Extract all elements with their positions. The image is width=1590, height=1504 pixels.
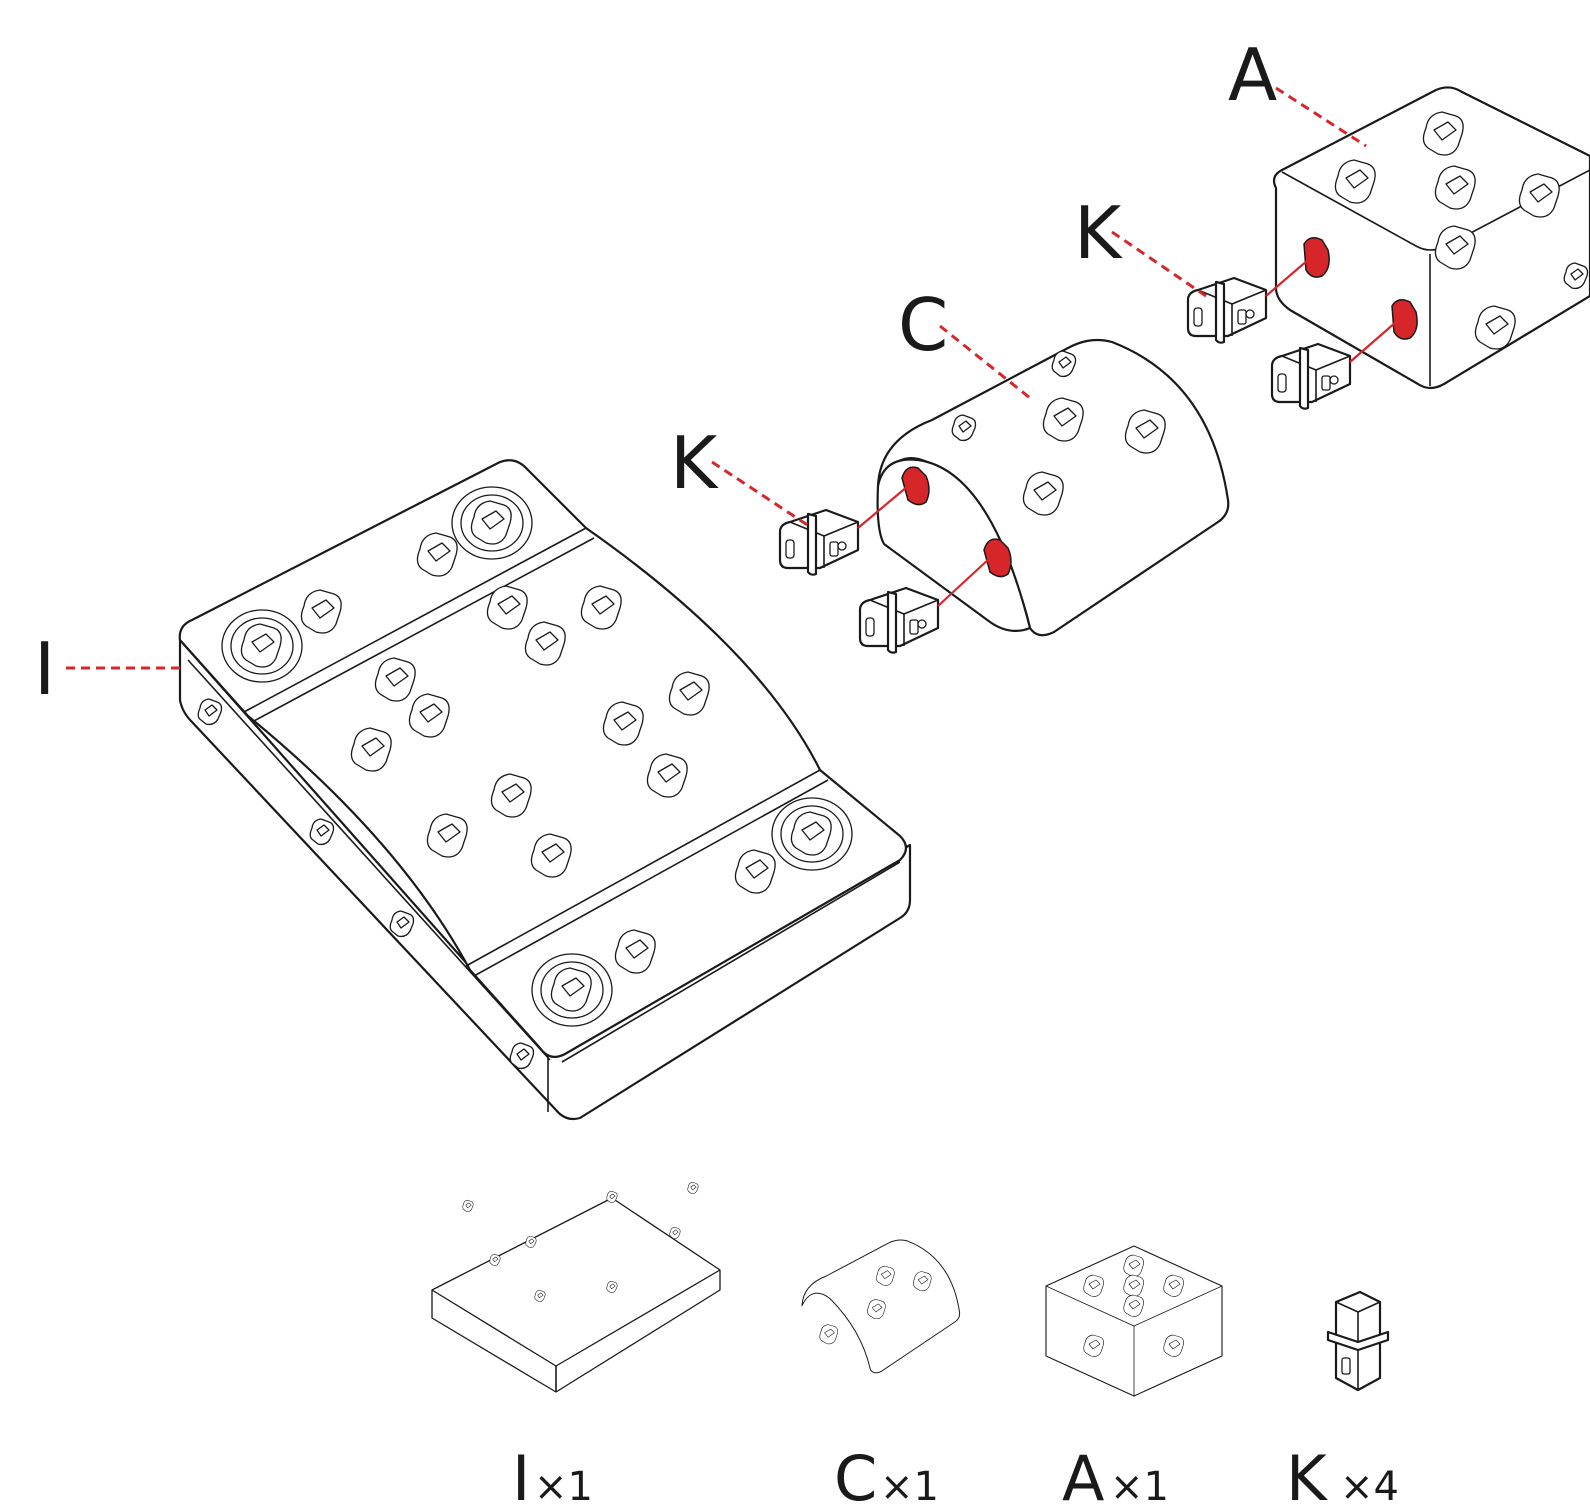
thumb-part-k (1326, 1290, 1390, 1392)
leader-a (1275, 86, 1367, 148)
callout-leaders (66, 86, 1367, 670)
callout-k-lower: K (670, 421, 719, 505)
connector-k-2 (858, 586, 940, 654)
parts-list-k-qty: ×4 (1340, 1464, 1399, 1504)
parts-list-i-qty: ×1 (534, 1464, 593, 1504)
parts-list: I ×1 C ×1 A ×1 K ×4 (431, 1181, 1399, 1504)
socket-c-lower (983, 538, 1012, 578)
parts-list-a-letter: A (1062, 1442, 1104, 1504)
leader-c (939, 324, 1031, 400)
thumb-part-a (1045, 1245, 1223, 1397)
connector-k-4 (1270, 342, 1352, 410)
parts-list-c-qty: ×1 (880, 1464, 939, 1504)
part-c-arch-block (876, 338, 1230, 637)
socket-a-lower (1391, 299, 1418, 340)
thumb-part-i (431, 1181, 721, 1393)
connector-k-3 (1186, 276, 1268, 344)
connector-k-1 (778, 508, 860, 576)
parts-list-c-letter: C (834, 1442, 877, 1504)
callout-k-upper: K (1074, 191, 1123, 275)
part-i-base-plate (178, 459, 912, 1121)
callout-c: C (898, 283, 948, 367)
thumb-part-c (801, 1239, 961, 1374)
leader-k-upper (1111, 230, 1207, 298)
socket-a-upper (1303, 237, 1330, 278)
socket-c-upper (901, 466, 930, 506)
parts-list-a-qty: ×1 (1110, 1464, 1169, 1504)
parts-list-k-letter: K (1286, 1442, 1328, 1504)
callout-i: I (34, 627, 55, 711)
leader-k-lower (711, 460, 813, 530)
part-a-cube (1272, 86, 1590, 390)
callout-a: A (1228, 33, 1277, 117)
assembly-lines (857, 259, 1397, 607)
parts-list-i-letter: I (512, 1442, 530, 1504)
